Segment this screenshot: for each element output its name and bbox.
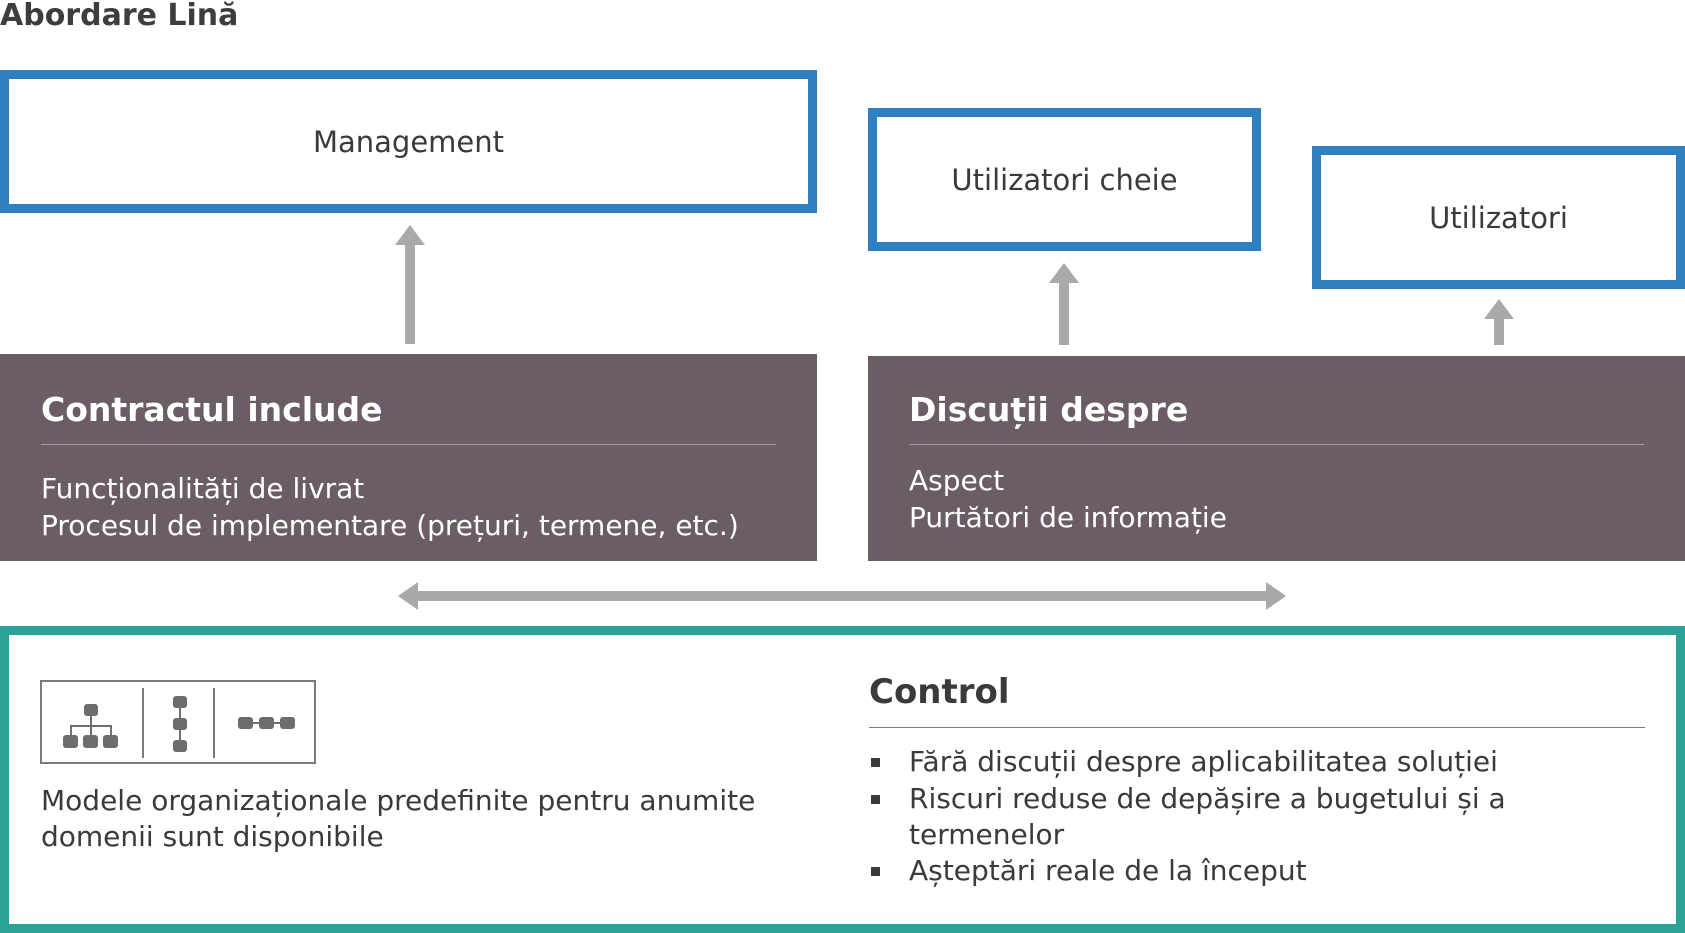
bullet-marker [871, 758, 880, 767]
discussions-panel: Discuții despre Aspect Purtători de info… [868, 356, 1685, 561]
contract-line-2: Procesul de implementare (prețuri, terme… [41, 509, 739, 542]
icon-separator-2 [213, 688, 215, 758]
double-arrow [398, 582, 1286, 610]
bottom-panel [0, 626, 1685, 933]
users-box: Utilizatori [1312, 146, 1685, 289]
control-bullet-1-text: Fără discuții despre aplicabilitatea sol… [909, 745, 1498, 778]
up-arrow-key-users [1049, 263, 1079, 345]
control-bullet-2-text-cont: termenelor [909, 818, 1065, 851]
org-model-text-line-2: domenii sunt disponibile [41, 820, 384, 853]
control-bullet-3-text: Așteptări reale de la început [909, 854, 1307, 887]
org-model-text: Modele organizaționale predefinite pentr… [41, 783, 755, 855]
key-users-label: Utilizatori cheie [951, 162, 1178, 197]
contract-panel: Contractul include Funcționalități de li… [0, 354, 817, 561]
management-label: Management [312, 124, 505, 159]
org-chart-icon [63, 704, 118, 748]
contract-divider [41, 444, 776, 445]
org-model-text-line-1: Modele organizaționale predefinite pentr… [41, 784, 756, 817]
discussions-line-2: Purtători de informație [909, 501, 1227, 534]
control-divider [869, 727, 1645, 728]
bullet-marker [871, 795, 880, 804]
icon-separator-1 [142, 688, 144, 758]
up-arrow-management [395, 225, 425, 344]
discussions-divider [909, 444, 1644, 445]
contract-heading: Contractul include [41, 390, 383, 429]
management-box: Management [0, 70, 817, 213]
org-model-icons [40, 680, 316, 764]
users-label: Utilizatori [1429, 200, 1568, 235]
contract-line-1: Funcționalități de livrat [41, 472, 365, 505]
bullet-marker [871, 867, 880, 876]
up-arrow-users [1484, 299, 1514, 345]
diagram-title: Abordare Lină [0, 0, 239, 33]
horizontal-chain-icon [238, 717, 295, 729]
discussions-heading: Discuții despre [909, 390, 1189, 429]
control-heading: Control [869, 672, 1010, 712]
vertical-chain-icon [173, 696, 187, 752]
control-bullet-2-text: Riscuri reduse de depășire a bugetului ș… [909, 782, 1506, 815]
key-users-box: Utilizatori cheie [868, 108, 1261, 251]
discussions-line-1: Aspect [909, 464, 1005, 497]
